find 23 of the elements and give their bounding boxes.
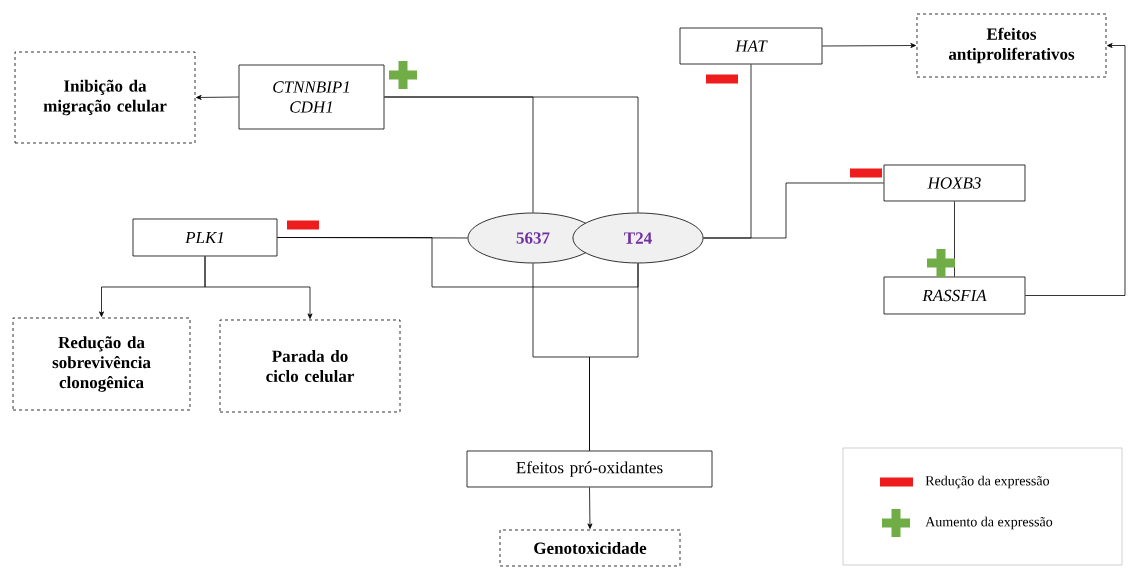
- legend-label: Aumento da expressão: [925, 516, 1053, 530]
- gene-box: HOXB3: [883, 164, 1026, 202]
- connector: [384, 96, 639, 213]
- gene-box: CTNNBIP1 CDH1: [238, 64, 385, 130]
- connector: [204, 256, 313, 319]
- connector: [954, 201, 955, 277]
- connector: [822, 43, 916, 48]
- connector: [196, 94, 239, 100]
- gene-box: HAT: [679, 27, 823, 65]
- connector: [703, 182, 884, 239]
- connector: [589, 263, 639, 451]
- result-box: Parada do ciclo celular: [219, 319, 401, 413]
- result-box: Genotoxicidade: [499, 529, 681, 567]
- connector: [587, 487, 593, 529]
- result-box: Redução da sobrevivência clonogênica: [12, 317, 191, 411]
- process-box: Efeitos pró-oxidantes: [466, 450, 713, 488]
- gene-box: RASSFIA: [883, 276, 1026, 315]
- connector: [1025, 43, 1126, 296]
- legend-label: Redução da expressão: [925, 475, 1050, 489]
- connector: [277, 237, 639, 288]
- result-box: Efeitos antiproliferativos: [916, 13, 1107, 78]
- gene-box: PLK1: [132, 218, 278, 257]
- result-box: Inibição da migração celular: [14, 51, 196, 144]
